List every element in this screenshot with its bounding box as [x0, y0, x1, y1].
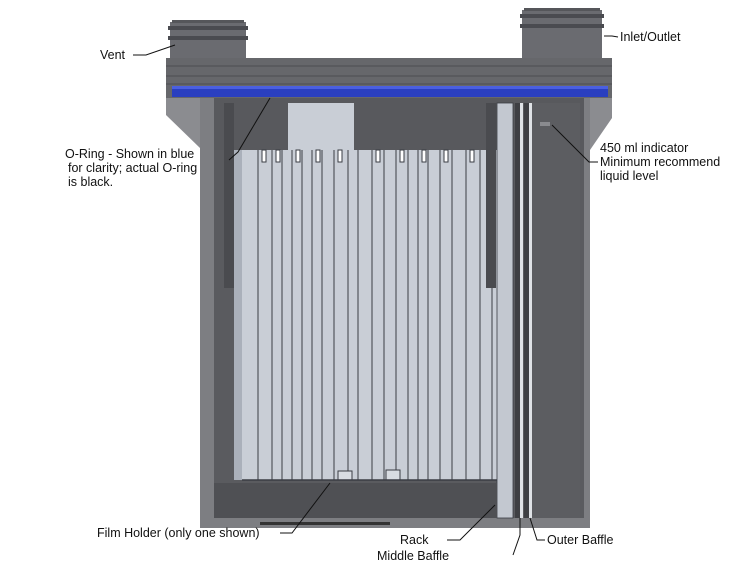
- indicator-label-line1: 450 ml indicator: [600, 141, 689, 155]
- rack: [496, 102, 514, 519]
- o-ring-label-line3: is black.: [68, 175, 114, 189]
- indicator-label-line3: liquid level: [600, 169, 659, 183]
- base-foot: [260, 522, 390, 525]
- bottom-sump: [214, 483, 497, 518]
- outer-baffle-label: Outer Baffle: [547, 533, 614, 547]
- outer-baffle: [524, 103, 529, 518]
- inlet-outlet-label: Inlet/Outlet: [620, 30, 681, 44]
- middle-baffle-label: Middle Baffle: [377, 549, 450, 563]
- indicator-450ml: [540, 122, 550, 126]
- o-ring-highlight: [172, 86, 608, 89]
- right-chamber: [532, 103, 580, 518]
- film-holder-label: Film Holder (only one shown): [97, 526, 260, 540]
- o-ring-label-line2: for clarity; actual O-ring: [68, 161, 198, 175]
- vent-port: [168, 20, 248, 62]
- left-rail: [234, 150, 242, 480]
- left-inner-wall: [224, 103, 234, 288]
- vent-label: Vent: [100, 48, 126, 62]
- o-ring: [172, 86, 608, 97]
- rack-label: Rack: [400, 533, 429, 547]
- o-ring-label-line1: O-Ring - Shown in blue: [65, 147, 195, 161]
- indicator-label-line2: Minimum recommend: [600, 155, 721, 169]
- film-holder: [242, 149, 497, 481]
- middle-baffle: [515, 103, 520, 518]
- inlet-outlet-port: [520, 8, 604, 60]
- lid-window: [288, 103, 354, 150]
- right-inner-wall: [486, 103, 496, 288]
- outer-baffle-gap: [529, 103, 532, 518]
- middle-baffle-gap: [520, 103, 523, 518]
- leader-lines: [133, 35, 619, 556]
